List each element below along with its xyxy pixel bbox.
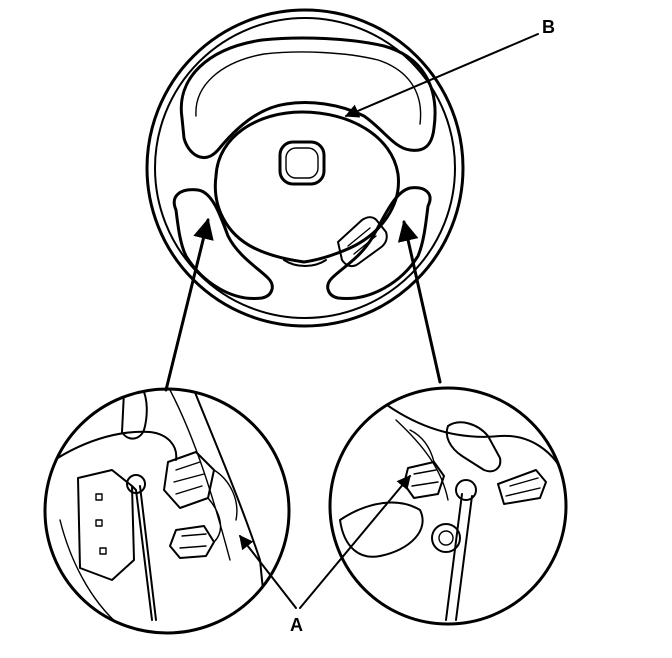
left-screwdriver: [131, 485, 157, 621]
left-connector-lower-detail: [179, 533, 207, 549]
upper-opening: [179, 36, 437, 159]
switch-pad-detail: [347, 227, 377, 255]
left-lower-trim: [59, 519, 121, 627]
left-column-cover-edge: [169, 389, 231, 561]
horn-emblem: [278, 140, 326, 186]
right-opening: [326, 186, 432, 301]
right-detail-view: [328, 386, 568, 626]
right-screwdriver: [445, 493, 473, 621]
horn-emblem-inner: [285, 147, 319, 179]
right-handle: [445, 421, 502, 473]
right-detail-circle: [328, 386, 568, 626]
left-connector-lower: [169, 525, 215, 559]
left-bracket: [77, 469, 135, 581]
right-connector: [403, 461, 445, 499]
wheel-rim-inner: [154, 17, 456, 319]
right-side-connector-detail: [505, 477, 541, 497]
right-cover-edge: [395, 419, 449, 501]
left-handle: [121, 389, 148, 440]
right-connector-detail: [411, 469, 439, 487]
lower-spoke: [283, 259, 327, 267]
left-detail-circle: [43, 387, 291, 635]
wheel-rim-outer: [145, 8, 465, 328]
upper-opening-inner: [195, 51, 422, 125]
right-lower-cover: [339, 501, 424, 558]
right-side-connector: [497, 469, 547, 505]
right-screwdriver-head: [455, 479, 477, 501]
leader-a-left: [239, 534, 297, 609]
callout-label-b: B: [542, 17, 555, 37]
left-detail-view: [43, 387, 291, 635]
right-column-cover: [379, 399, 566, 481]
left-wire: [207, 469, 238, 543]
left-bracket-holes: [95, 493, 107, 555]
callout-label-a: A: [290, 615, 303, 635]
steering-wheel: [145, 8, 465, 328]
left-screwdriver-head: [126, 474, 146, 494]
arrow-left: [164, 217, 214, 392]
airbag-module: [213, 110, 400, 264]
right-ignition-ring: [431, 523, 461, 553]
switch-pad: [337, 216, 388, 268]
left-opening: [172, 188, 274, 300]
leader-a-right: [299, 474, 411, 609]
left-column-cover: [189, 389, 269, 633]
arrow-right: [397, 219, 442, 384]
left-connector-detail: [173, 461, 205, 495]
leader-b: [344, 33, 539, 118]
right-ignition-ring-inner: [438, 530, 454, 546]
right-wire: [409, 429, 435, 463]
